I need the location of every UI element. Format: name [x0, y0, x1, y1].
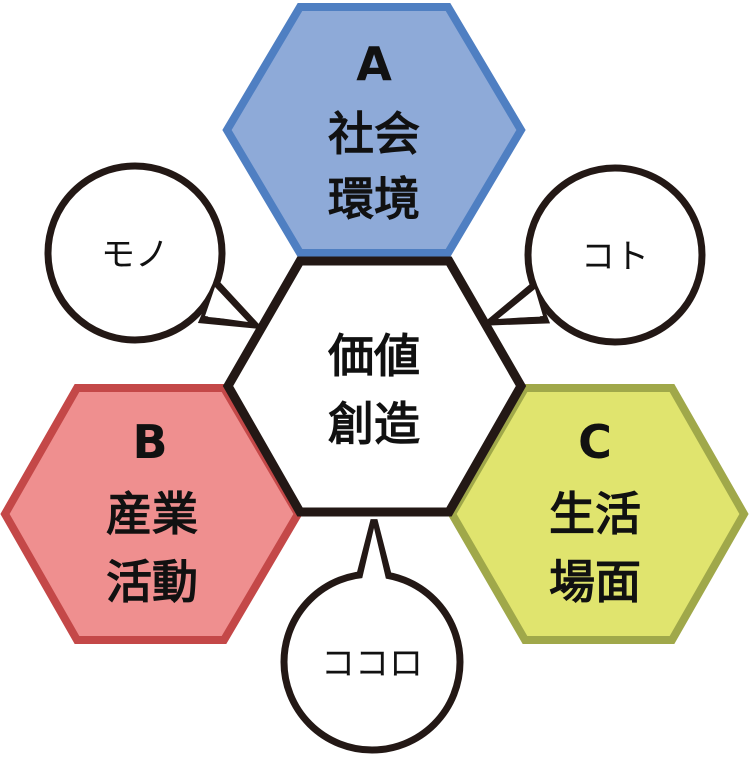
center-line2: 創造	[328, 397, 420, 451]
hex-c-line1: 生活	[549, 487, 641, 541]
hex-a-line2: 環境	[328, 172, 420, 226]
hex-a-letter: A	[356, 37, 392, 91]
hexagon-a-social-environment: A 社会 環境	[222, 2, 526, 257]
hex-c-line2: 場面	[549, 555, 641, 609]
hex-c-letter: C	[578, 415, 612, 469]
hex-b-line2: 活動	[106, 555, 198, 609]
hex-a-line1: 社会	[328, 107, 420, 161]
hexagon-c-life-scene: C 生活 場面	[447, 384, 749, 644]
hexagon-center-value-creation: 価値 創造	[222, 256, 527, 517]
hex-b-line1: 産業	[106, 487, 198, 541]
center-line1: 価値	[327, 329, 420, 383]
bubble-label-mono: モノ	[101, 235, 169, 275]
hex-b-letter: B	[132, 415, 167, 469]
bubble-label-koto: コト	[581, 237, 649, 277]
bubble-mono: モノ	[44, 162, 264, 344]
hexagon-b-industrial-activity: B 産業 活動	[0, 384, 303, 644]
bubble-label-kokoro: ココロ	[321, 644, 423, 684]
bubble-koto: コト	[479, 164, 706, 346]
bubble-kokoro: ココロ	[280, 519, 464, 754]
